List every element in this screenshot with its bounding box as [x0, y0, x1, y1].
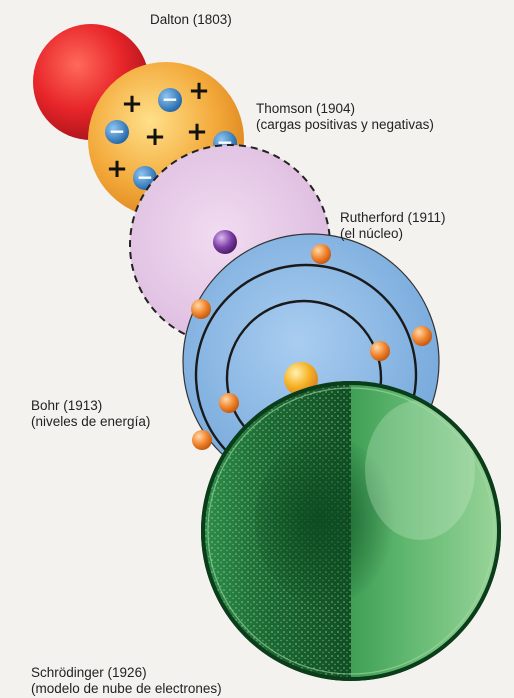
positive-charge: + [186, 117, 208, 147]
schrodinger-label: Schrödinger (1926) (modelo de nube de el… [31, 665, 222, 697]
electron [191, 299, 211, 319]
thomson-label: Thomson (1904) (cargas positivas y negat… [256, 101, 434, 133]
schrodinger-sphere [200, 380, 501, 681]
positive-charge: + [121, 89, 143, 119]
rutherford-nucleus [213, 230, 237, 254]
dalton-label: Dalton (1803) [150, 12, 232, 28]
bohr-label: Bohr (1913) (niveles de energía) [31, 398, 150, 430]
electron [412, 326, 432, 346]
electron [370, 341, 390, 361]
positive-charge: + [106, 154, 128, 184]
svg-text:−: − [162, 87, 179, 111]
positive-charge: + [144, 122, 166, 152]
electron [192, 430, 212, 450]
electron [219, 393, 239, 413]
svg-text:−: − [109, 119, 126, 143]
electron [311, 244, 331, 264]
positive-charge: + [188, 76, 210, 106]
rutherford-label: Rutherford (1911) (el núcleo) [340, 210, 446, 242]
